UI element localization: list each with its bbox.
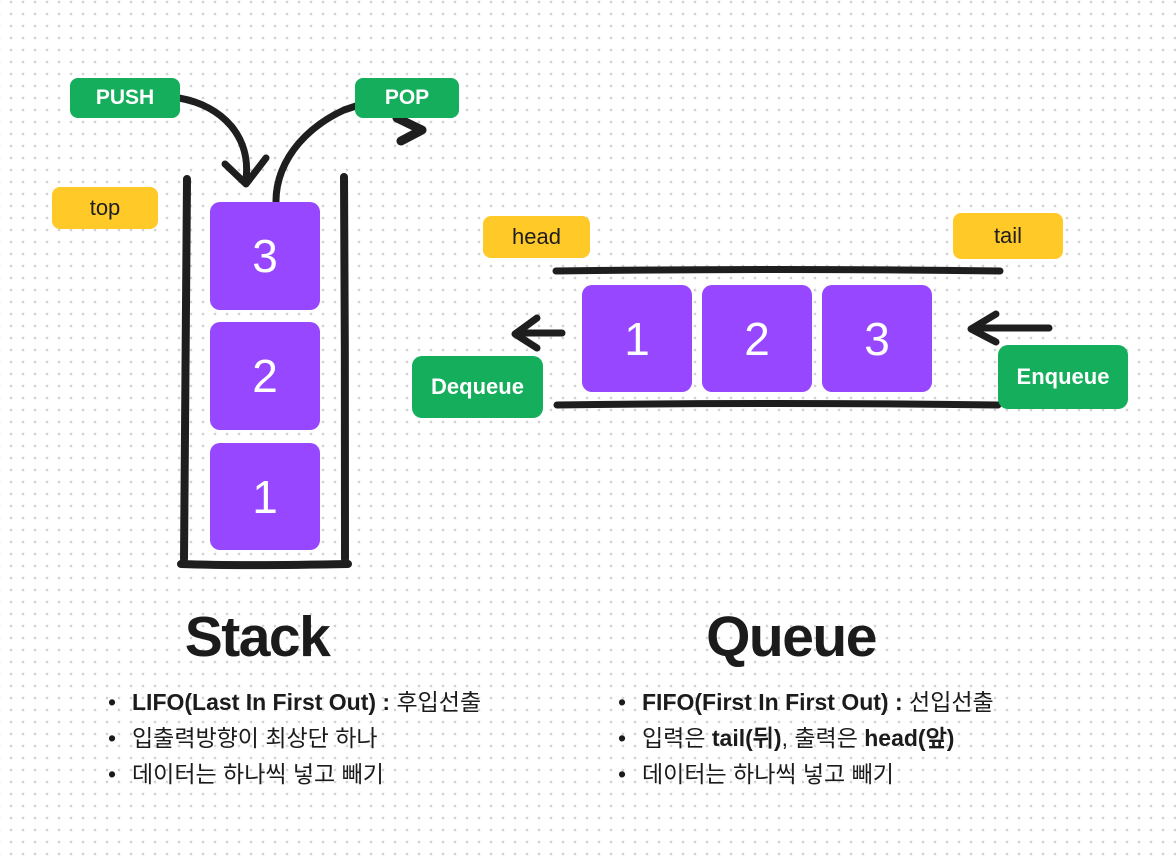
push-arrowhead: [221, 154, 270, 188]
list-item: 입력은 tail(뒤), 출력은 head(앞): [614, 720, 994, 756]
pop-arrowhead: [392, 113, 427, 146]
bullet-text-segment: ,: [781, 725, 795, 751]
push-badge: PUSH: [70, 78, 180, 118]
stack-right-wall: [340, 173, 349, 563]
stack-item-middle: 2: [210, 322, 320, 430]
tail-badge: tail: [953, 213, 1063, 259]
enqueue-arrowhead: [967, 310, 1000, 346]
bullet-text-segment: LIFO(Last In First Out) :: [132, 689, 397, 715]
dequeue-badge: Dequeue: [412, 356, 543, 418]
push-arrow-shaft: [175, 94, 251, 183]
queue-item-head: 1: [582, 285, 692, 392]
enqueue-badge: Enqueue: [998, 345, 1128, 409]
stack-bottom-wall: [177, 560, 352, 570]
bullet-text-segment: tail(뒤): [711, 725, 782, 751]
stack-bullet-list: LIFO(Last In First Out) : 후입선출입출력방향이 최상단…: [104, 684, 481, 792]
queue-item-middle: 2: [702, 285, 812, 392]
bullet-text-segment: 후입선출: [396, 689, 482, 715]
stack-item-bottom: 1: [210, 443, 320, 550]
queue-bullet-list: FIFO(First In First Out) : 선입선출입력은 tail(…: [614, 684, 994, 792]
bullet-text-segment: 입출력방향이 최상단 하나: [132, 725, 378, 751]
stack-item-top: 3: [210, 202, 320, 310]
list-item: 데이터는 하나씩 넣고 빼기: [614, 756, 994, 792]
queue-title: Queue: [706, 605, 877, 669]
bullet-text-segment: 데이터는 하나씩 넣고 빼기: [642, 761, 894, 787]
dequeue-arrowhead: [511, 314, 541, 352]
list-item: LIFO(Last In First Out) : 후입선출: [104, 684, 481, 720]
bullet-text-segment: 데이터는 하나씩 넣고 빼기: [132, 761, 384, 787]
bullet-text-segment: 입력은: [642, 725, 712, 751]
head-badge: head: [483, 216, 590, 258]
dequeue-arrow: [511, 314, 566, 352]
top-badge: top: [52, 187, 158, 229]
list-item: FIFO(First In First Out) : 선입선출: [614, 684, 994, 720]
queue-top-rail: [552, 266, 1004, 275]
pop-badge: POP: [355, 78, 459, 118]
bullet-text-segment: 출력은: [794, 725, 865, 751]
queue-item-tail: 3: [822, 285, 932, 392]
stack-left-wall: [180, 175, 191, 563]
bullet-text-segment: head(앞): [864, 725, 955, 751]
bullet-text-segment: FIFO(First In First Out) :: [642, 689, 910, 715]
list-item: 데이터는 하나씩 넣고 빼기: [104, 756, 481, 792]
push-arrow: [175, 94, 270, 188]
list-item: 입출력방향이 최상단 하나: [104, 720, 481, 756]
bullet-text-segment: 선입선출: [909, 689, 994, 715]
stack-title: Stack: [184, 605, 331, 669]
enqueue-arrow: [967, 310, 1053, 346]
queue-bottom-rail: [553, 400, 1002, 409]
